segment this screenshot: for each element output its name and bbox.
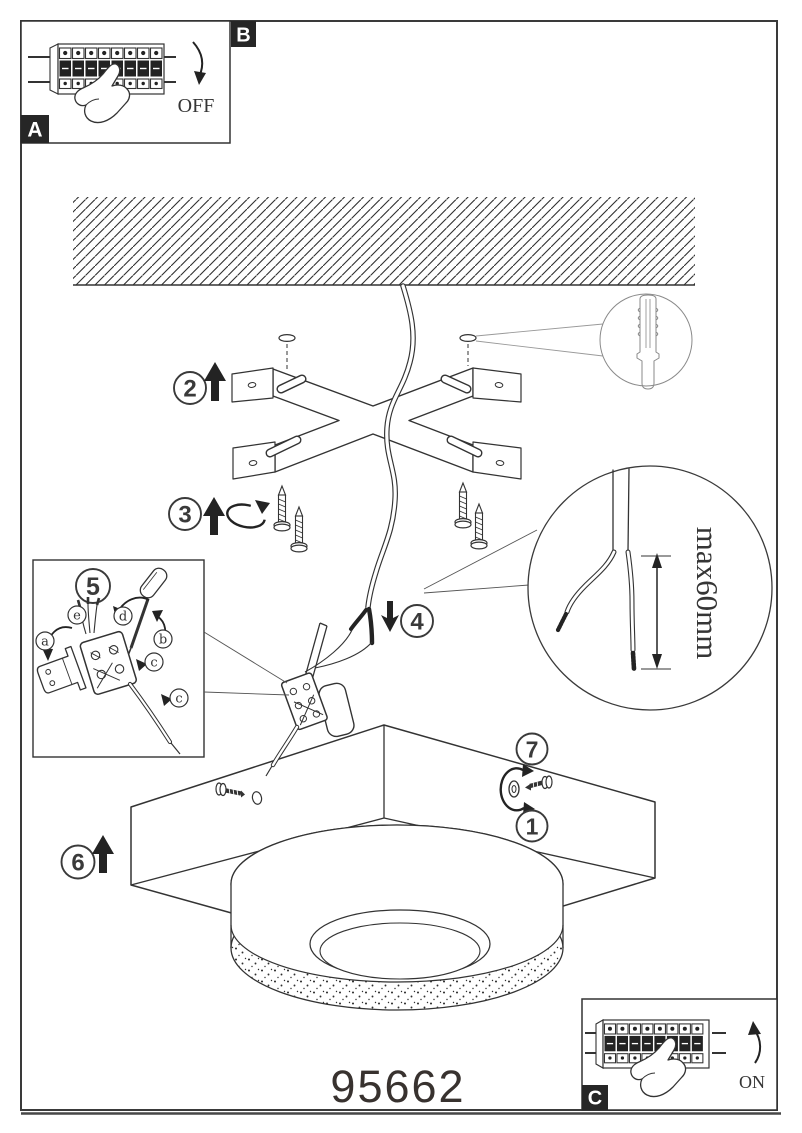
step-2-number: 2 <box>183 376 196 403</box>
letter-b: b <box>159 633 167 648</box>
step-6-marker: 6 <box>60 835 114 880</box>
step-4-number: 4 <box>410 609 424 636</box>
detail-terminal-block <box>79 630 137 695</box>
step-6-number: 6 <box>71 850 84 877</box>
off-arrow-icon <box>192 41 206 85</box>
screw-icon <box>470 503 488 550</box>
screw-icon <box>454 482 472 529</box>
wall-anchor-icon <box>636 294 660 390</box>
circuit-breaker-illustration <box>585 1019 726 1098</box>
step-4-marker: 4 <box>381 601 434 638</box>
frame-label-b: B <box>236 25 250 47</box>
label-c-badge <box>582 1085 608 1110</box>
cable-clamp-icon <box>36 645 87 694</box>
terminal-block-illustration <box>265 622 373 777</box>
screw-hole <box>251 791 263 805</box>
ceiling-hatch <box>73 197 695 286</box>
dimension-arrow <box>641 553 671 670</box>
off-label: OFF <box>178 95 215 117</box>
label-a-badge <box>21 115 49 143</box>
step-7-number: 7 <box>526 737 539 763</box>
letter-d: d <box>119 610 127 625</box>
mounting-bracket-illustration <box>231 367 522 480</box>
canopy-screw-right: 7 1 <box>499 732 553 843</box>
letter-c-lower: c <box>175 692 182 707</box>
breaker-off-panel: OFF A <box>20 20 231 144</box>
terminal-detail-box: 5 <box>32 559 205 758</box>
on-arrow-icon <box>748 1021 762 1064</box>
model-number: 95662 <box>330 1061 465 1112</box>
max-length-label: max60mm <box>690 527 725 660</box>
up-arrow-icon <box>92 835 114 873</box>
rotate-icon <box>226 500 270 529</box>
step-1-number: 1 <box>526 814 539 840</box>
frame-label-b-badge <box>231 21 256 47</box>
led-ring-illustration <box>230 824 564 1011</box>
up-arrow-icon <box>203 497 225 535</box>
circuit-breaker-illustration <box>28 43 176 124</box>
step-3-marker: 3 <box>168 497 270 535</box>
letter-e: e <box>73 609 81 624</box>
step-2-marker: 2 <box>173 362 226 405</box>
screw-icon <box>290 506 308 553</box>
terminal-step-letters: e d a b c c <box>35 605 189 708</box>
up-arrow-icon <box>204 362 226 401</box>
wall-anchor-callout <box>475 293 693 390</box>
mains-wire <box>349 283 416 646</box>
detail-leader-lines <box>203 631 290 696</box>
mounting-screws <box>273 482 488 553</box>
page-frame: B <box>20 20 781 1115</box>
canopy-screw-left <box>215 782 263 805</box>
drill-holes <box>278 334 477 371</box>
screw-icon <box>273 485 291 532</box>
label-a: A <box>27 119 42 142</box>
letter-a: a <box>41 635 49 650</box>
label-c: C <box>588 1088 602 1110</box>
down-arrow-icon <box>381 601 399 632</box>
on-label: ON <box>739 1072 765 1092</box>
breaker-on-panel: ON C <box>581 998 778 1111</box>
step-5-number: 5 <box>86 573 100 601</box>
step-3-number: 3 <box>178 502 191 529</box>
letter-c-upper: c <box>150 656 157 671</box>
screw-side-icon <box>525 775 553 791</box>
wire-strip-callout: max60mm <box>423 465 773 711</box>
